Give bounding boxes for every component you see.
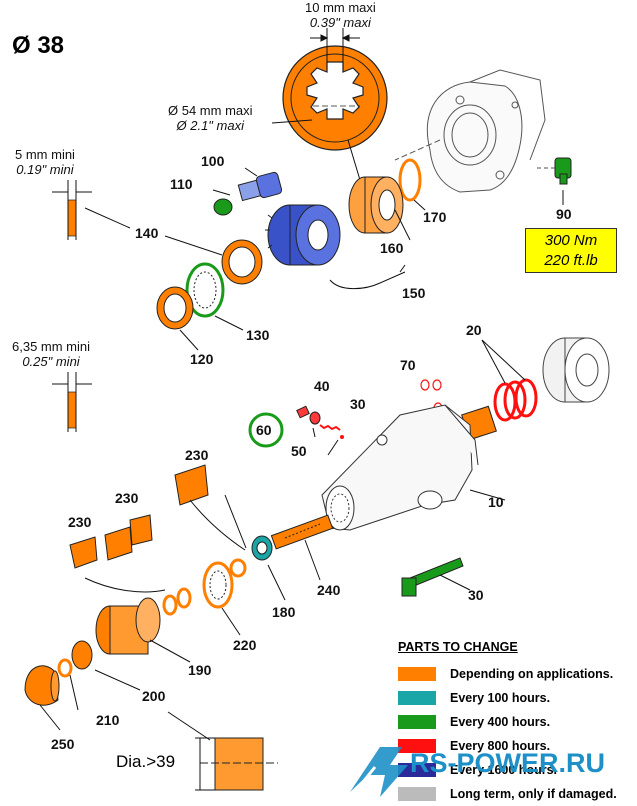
bushing xyxy=(195,737,278,791)
label-part-140: 140 xyxy=(135,225,159,241)
housing-upper xyxy=(394,69,546,193)
label-part-200: 200 xyxy=(142,688,166,704)
label-part-30b: 30 xyxy=(468,587,484,603)
legend-row: Every 1600 hours. xyxy=(398,758,633,782)
splined-ring-orange xyxy=(282,45,388,151)
legend-swatch xyxy=(398,763,436,777)
watermark-logo xyxy=(350,747,408,797)
gear-blue xyxy=(265,204,341,266)
label-part-100: 100 xyxy=(201,153,225,169)
part-210 xyxy=(57,658,73,678)
watermark-text: RS-POWER.RU xyxy=(410,748,605,778)
label-part-10: 10 xyxy=(488,494,504,510)
label-part-230a: 230 xyxy=(185,447,209,463)
label-part-190: 190 xyxy=(188,662,212,678)
part-200 xyxy=(71,640,93,670)
label-part-250: 250 xyxy=(51,736,75,752)
diameter-note: Dia.>39 xyxy=(116,752,176,771)
legend-swatch xyxy=(398,691,436,705)
label-part-60: 60 xyxy=(256,422,272,438)
legend-row: Every 400 hours. xyxy=(398,710,633,734)
washer-140 xyxy=(221,239,263,285)
legend-row: Long term, only if damaged. xyxy=(398,782,633,806)
label-part-90: 90 xyxy=(556,206,572,222)
clips-230 xyxy=(69,464,209,569)
legend-text: Every 800 hours. xyxy=(450,739,551,753)
legend-text: Every 100 hours. xyxy=(450,691,551,705)
cap-250 xyxy=(24,665,60,706)
gear-gray xyxy=(542,337,610,403)
part-110 xyxy=(213,198,233,216)
legend-row: Depending on applications. xyxy=(398,662,633,686)
small-parts-40-50 xyxy=(296,405,344,439)
legend-text: Depending on applications. xyxy=(450,667,614,681)
legend-row: Every 800 hours. xyxy=(398,734,633,758)
legend: PARTS TO CHANGE Depending on application… xyxy=(398,640,633,806)
legend-text: Every 1600 hours. xyxy=(450,763,558,777)
washer-120 xyxy=(156,286,194,330)
legend-title: PARTS TO CHANGE xyxy=(398,640,518,654)
housing-main-10 xyxy=(321,404,479,531)
diameter-max-label: Ø 54 mm maxi Ø 2.1" maxi xyxy=(168,103,253,133)
label-part-240: 240 xyxy=(317,582,341,598)
label-part-70: 70 xyxy=(400,357,416,373)
legend-text: Long term, only if damaged. xyxy=(450,787,617,801)
thickness-min-a-label: 5 mm mini 0.19" mini xyxy=(15,147,75,177)
o-rings-20 xyxy=(493,378,538,422)
part-190 xyxy=(95,597,161,655)
label-part-30a: 30 xyxy=(350,396,366,412)
thickness-mini-a xyxy=(52,180,92,240)
bearing-160 xyxy=(348,176,404,234)
leader-lines xyxy=(84,167,564,351)
legend-swatch xyxy=(398,715,436,729)
bearing-130 xyxy=(185,262,225,318)
label-part-40: 40 xyxy=(314,378,330,394)
washers-190 xyxy=(162,587,192,616)
thickness-mini-b xyxy=(52,372,92,432)
label-part-50: 50 xyxy=(291,443,307,459)
thickness-min-b-label: 6,35 mm mini 0.25" mini xyxy=(12,339,91,369)
snap-ring-170 xyxy=(398,158,422,202)
legend-swatch xyxy=(398,667,436,681)
shaft-240 xyxy=(270,514,334,550)
torque-box: 300 Nm 220 ft.lb xyxy=(525,228,617,273)
legend-swatch xyxy=(398,787,436,801)
label-part-160: 160 xyxy=(380,240,404,256)
seal-180 xyxy=(251,535,273,561)
circle-60 xyxy=(248,412,284,448)
label-part-150: 150 xyxy=(402,285,426,301)
diameter-title: Ø 38 xyxy=(12,32,65,59)
width-dimension xyxy=(310,28,360,70)
ring-small xyxy=(229,558,247,578)
label-part-220: 220 xyxy=(233,637,257,653)
fitting-90 xyxy=(535,157,572,185)
label-part-110: 110 xyxy=(170,176,193,192)
label-part-120: 120 xyxy=(190,351,214,367)
bearing-220 xyxy=(202,561,234,609)
bolt xyxy=(401,557,464,597)
label-part-230b: 230 xyxy=(115,490,139,506)
label-part-20: 20 xyxy=(466,322,482,338)
label-part-210: 210 xyxy=(96,712,120,728)
legend-row: Every 100 hours. xyxy=(398,686,633,710)
width-max-label: 10 mm maxi 0.39" maxi xyxy=(305,0,376,30)
pinion-100 xyxy=(237,171,283,202)
label-part-230c: 230 xyxy=(68,514,92,530)
label-part-180: 180 xyxy=(272,604,296,620)
label-part-130: 130 xyxy=(246,327,270,343)
label-part-170: 170 xyxy=(423,209,447,225)
leader-lines-lower xyxy=(39,427,506,741)
legend-swatch xyxy=(398,739,436,753)
legend-text: Every 400 hours. xyxy=(450,715,551,729)
